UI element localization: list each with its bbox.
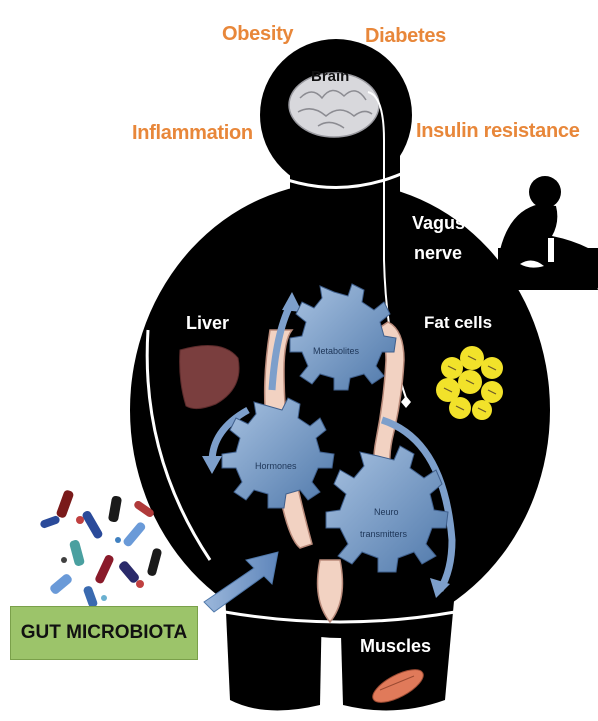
- label-fat-cells: Fat cells: [424, 313, 492, 333]
- label-obesity: Obesity: [222, 23, 293, 46]
- gear-label-transmitters: transmitters: [360, 529, 407, 539]
- label-insulin-resistance: Insulin resistance: [416, 120, 580, 143]
- label-liver: Liver: [186, 313, 229, 334]
- label-muscles: Muscles: [360, 636, 431, 657]
- label-diabetes: Diabetes: [365, 25, 446, 48]
- gut-microbiota-box: GUT MICROBIOTA: [10, 606, 198, 660]
- gut-microbiota-label: GUT MICROBIOTA: [21, 622, 187, 644]
- gear-label-hormones: Hormones: [255, 461, 297, 471]
- label-inflammation: Inflammation: [132, 122, 253, 145]
- label-vagus: Vagus: [412, 213, 465, 234]
- gear-label-neuro: Neuro: [374, 507, 399, 517]
- label-nerve: nerve: [414, 243, 462, 264]
- microbiota-cluster-icon: [39, 489, 162, 609]
- label-brain: Brain: [311, 68, 349, 85]
- gear-label-metabolites: Metabolites: [313, 346, 359, 356]
- person-silhouette-icon: [498, 176, 598, 290]
